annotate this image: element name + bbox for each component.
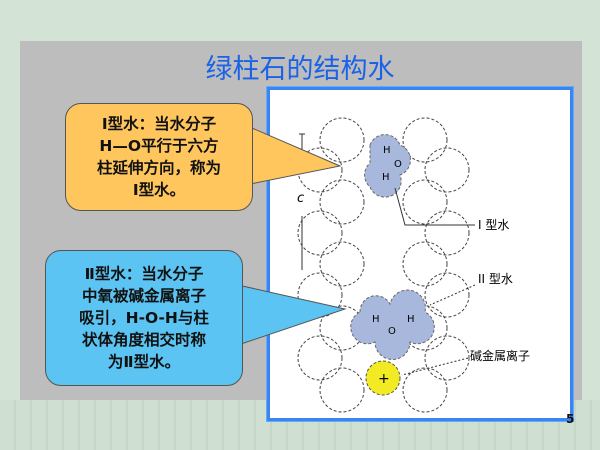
callout-line: 为Ⅱ型水。 <box>107 353 181 371</box>
callout-line: Ⅱ型水：当水分子 <box>84 265 204 283</box>
atom-h: H <box>372 314 380 325</box>
callout-type2-water: Ⅱ型水：当水分子 中氧被碱金属离子 吸引，H-O-H与柱 状体角度相交时称 为Ⅱ… <box>45 250 243 386</box>
callout-line: 吸引，H-O-H与柱 <box>79 309 209 327</box>
page-number: 5 <box>566 412 575 426</box>
label-alkali-ion: 碱金属离子 <box>470 348 530 363</box>
ion-sign: + <box>378 371 390 387</box>
callout-line: H—O平行于六方 <box>99 137 219 155</box>
callout-line: 中氧被碱金属离子 <box>81 287 206 305</box>
atom-h: H <box>382 172 390 183</box>
beryl-structure-figure: c H O H H H O + Ⅰ 型水 ⅠⅠ 型水 碱金属离子 <box>266 86 574 422</box>
callout-line: Ⅰ型水：当水分子 <box>101 115 217 133</box>
slide-title: 绿柱石的结构水 <box>205 54 395 85</box>
atom-o: O <box>388 326 396 337</box>
callout-line: Ⅰ型水。 <box>132 181 186 199</box>
atom-h: H <box>383 145 391 156</box>
label-type2-water: ⅠⅠ 型水 <box>478 272 513 286</box>
atom-o: O <box>394 159 402 170</box>
atom-h: H <box>407 314 415 325</box>
callout-line: 柱延伸方向，称为 <box>96 159 221 177</box>
callout-line: 状体角度相交时称 <box>81 331 206 349</box>
type1-water-molecule: H O H <box>364 134 411 198</box>
alkali-ion: + <box>365 360 401 396</box>
c-axis-label: c <box>297 191 304 206</box>
callout-type1-water: Ⅰ型水：当水分子 H—O平行于六方 柱延伸方向，称为 Ⅰ型水。 <box>65 103 253 211</box>
type2-water-molecule: H H O <box>350 289 435 360</box>
label-type1-water: Ⅰ 型水 <box>478 218 509 232</box>
